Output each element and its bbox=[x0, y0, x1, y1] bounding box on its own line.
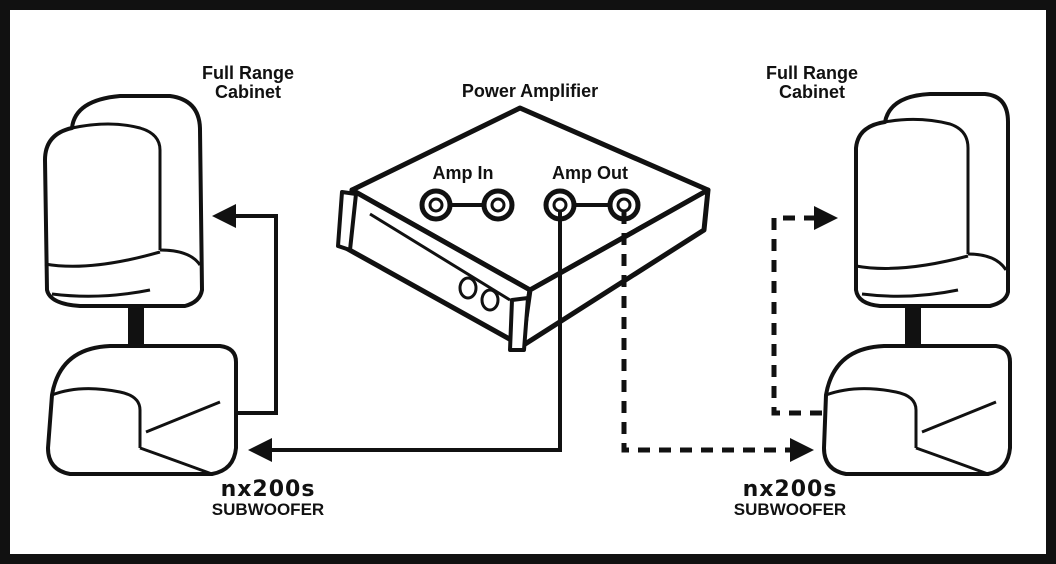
amp-in-label: Amp In bbox=[432, 163, 494, 183]
arrow-left-sub bbox=[248, 438, 272, 462]
right-cabinet-label-line1: Full Range bbox=[765, 63, 858, 83]
cable-right-sub-to-cabinet bbox=[771, 215, 822, 416]
right-subwoofer-type: SUBWOOFER bbox=[733, 500, 847, 520]
power-amplifier bbox=[336, 105, 711, 352]
left-subwoofer-type: SUBWOOFER bbox=[211, 500, 325, 520]
left-subwoofer-label: nx200s SUBWOOFER bbox=[178, 478, 358, 519]
arrow-right-cabinet bbox=[814, 206, 838, 230]
right-subwoofer bbox=[822, 344, 1012, 476]
arrow-left-cabinet bbox=[212, 204, 236, 228]
right-cabinet-label-line2: Cabinet bbox=[778, 81, 845, 102]
left-subwoofer bbox=[46, 344, 238, 476]
left-cabinet-label-line2: Cabinet bbox=[214, 81, 281, 102]
amp-out-jacks bbox=[543, 188, 641, 222]
right-subwoofer-label: nx200s SUBWOOFER bbox=[700, 478, 880, 519]
amp-out-label: Amp Out bbox=[552, 163, 628, 183]
amp-in-jacks bbox=[419, 188, 515, 222]
right-cabinet-label: Full Range Cabinet bbox=[742, 64, 882, 102]
power-amplifier-label: Power Amplifier bbox=[461, 81, 599, 101]
arrow-right-sub bbox=[790, 438, 814, 462]
cable-left-sub-to-cabinet bbox=[232, 214, 278, 415]
right-subwoofer-model: nx200s bbox=[742, 477, 838, 502]
left-cabinet-label-line1: Full Range bbox=[201, 63, 294, 83]
left-cabinet-label: Full Range Cabinet bbox=[178, 64, 318, 102]
right-full-range-cabinet bbox=[854, 92, 1010, 308]
left-subwoofer-model: nx200s bbox=[220, 477, 316, 502]
cable-amp-to-right-sub bbox=[621, 212, 792, 453]
left-full-range-cabinet bbox=[43, 94, 204, 308]
cable-amp-to-left-sub bbox=[268, 212, 562, 452]
